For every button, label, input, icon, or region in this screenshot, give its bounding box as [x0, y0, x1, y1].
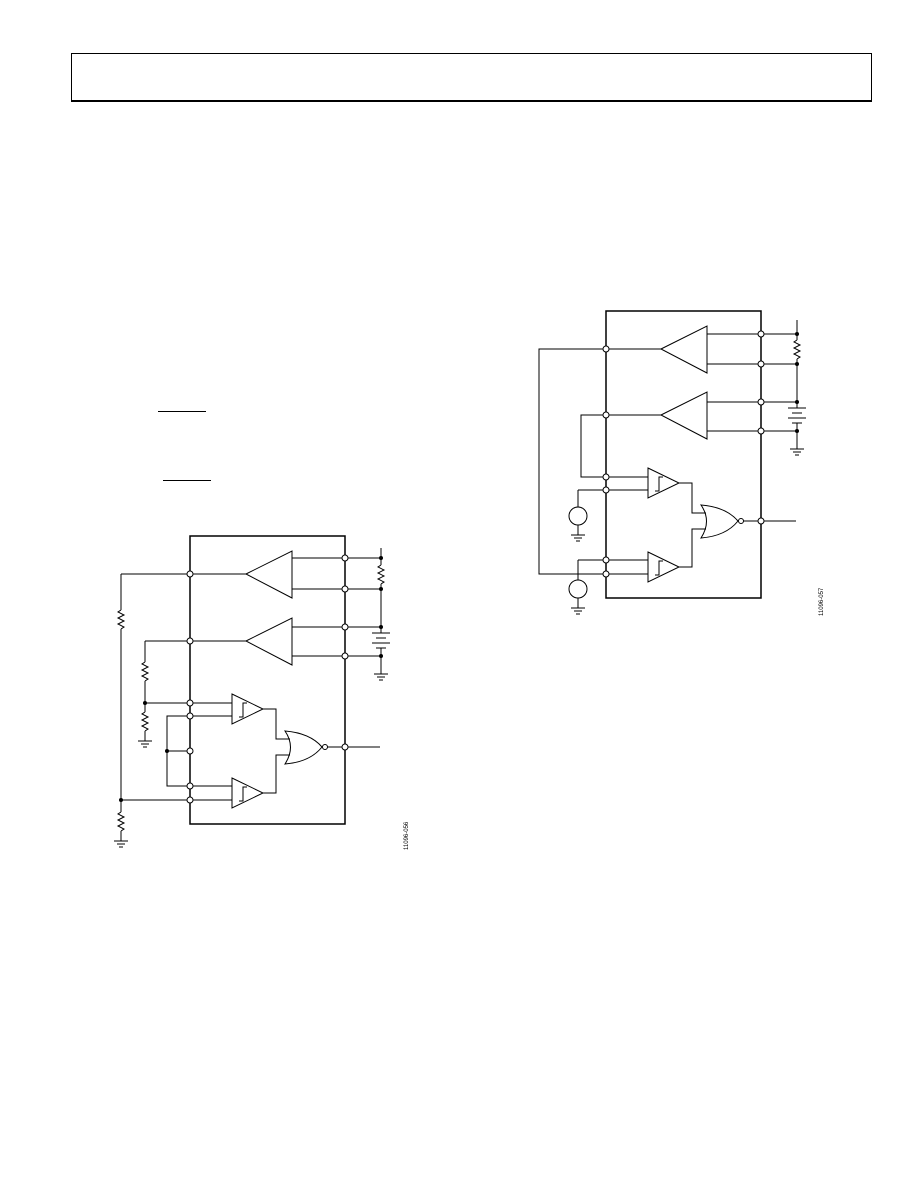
ic-outline — [190, 536, 345, 824]
fraction-bar — [158, 411, 206, 412]
amplifier-triangle — [661, 392, 707, 439]
figure-code: 11096-056 — [404, 821, 410, 850]
resistor — [142, 712, 148, 731]
amplifier-triangle — [246, 618, 292, 665]
fraction-bar — [163, 480, 211, 481]
voltage-source — [569, 580, 587, 598]
comparator-triangle — [648, 552, 679, 582]
amplifier-triangle — [246, 551, 292, 598]
voltage-source — [569, 507, 587, 525]
resistor — [142, 662, 148, 681]
resistor — [378, 565, 384, 584]
nor-gate — [285, 731, 322, 764]
resistor — [118, 812, 124, 831]
comparator-triangle — [648, 468, 679, 498]
resistor — [794, 340, 800, 359]
amplifier-triangle — [661, 326, 707, 373]
ic-outline — [606, 311, 761, 598]
resistor — [118, 610, 124, 629]
page-header-box — [71, 53, 872, 102]
comparator-triangle — [232, 694, 263, 724]
figure-code: 11096-057 — [819, 587, 825, 616]
comparator-triangle — [232, 778, 263, 808]
nor-gate — [701, 505, 738, 538]
